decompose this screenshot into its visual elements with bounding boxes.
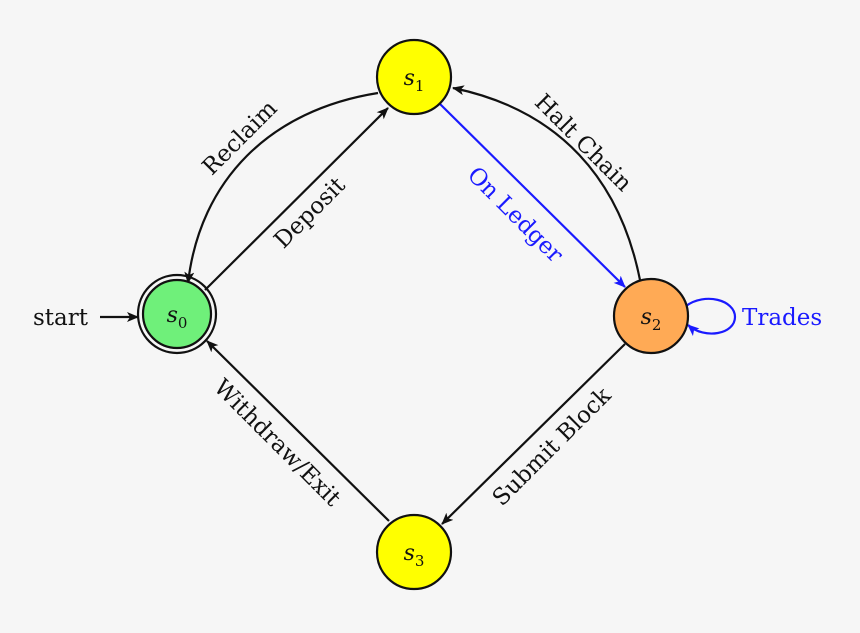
edge-trades-self-loop <box>685 297 737 337</box>
label-trades: Trades <box>742 305 822 331</box>
state-s2-label: s2 <box>641 305 662 334</box>
label-halt-chain: Halt Chain <box>529 89 637 197</box>
state-s1-label: s1 <box>404 66 425 95</box>
label-withdraw-exit: Withdraw/Exit <box>208 375 346 513</box>
edge-on-ledger <box>439 103 626 288</box>
edge-withdraw-exit <box>206 340 390 522</box>
label-submit-block: Submit Block <box>488 382 617 511</box>
state-s2: s2 <box>612 277 690 355</box>
state-s3-label: s3 <box>404 541 425 570</box>
state-s1: s1 <box>375 38 453 116</box>
label-start: start <box>33 305 89 331</box>
state-s3: s3 <box>375 513 453 591</box>
edge-submit-block <box>441 343 626 525</box>
edge-halt-chain <box>452 85 642 281</box>
edge-reclaim <box>184 91 379 284</box>
state-s0: s0 <box>136 273 218 355</box>
label-reclaim: Reclaim <box>198 95 283 180</box>
edge-deposit <box>204 107 389 291</box>
state-s0-label: s0 <box>167 303 188 332</box>
